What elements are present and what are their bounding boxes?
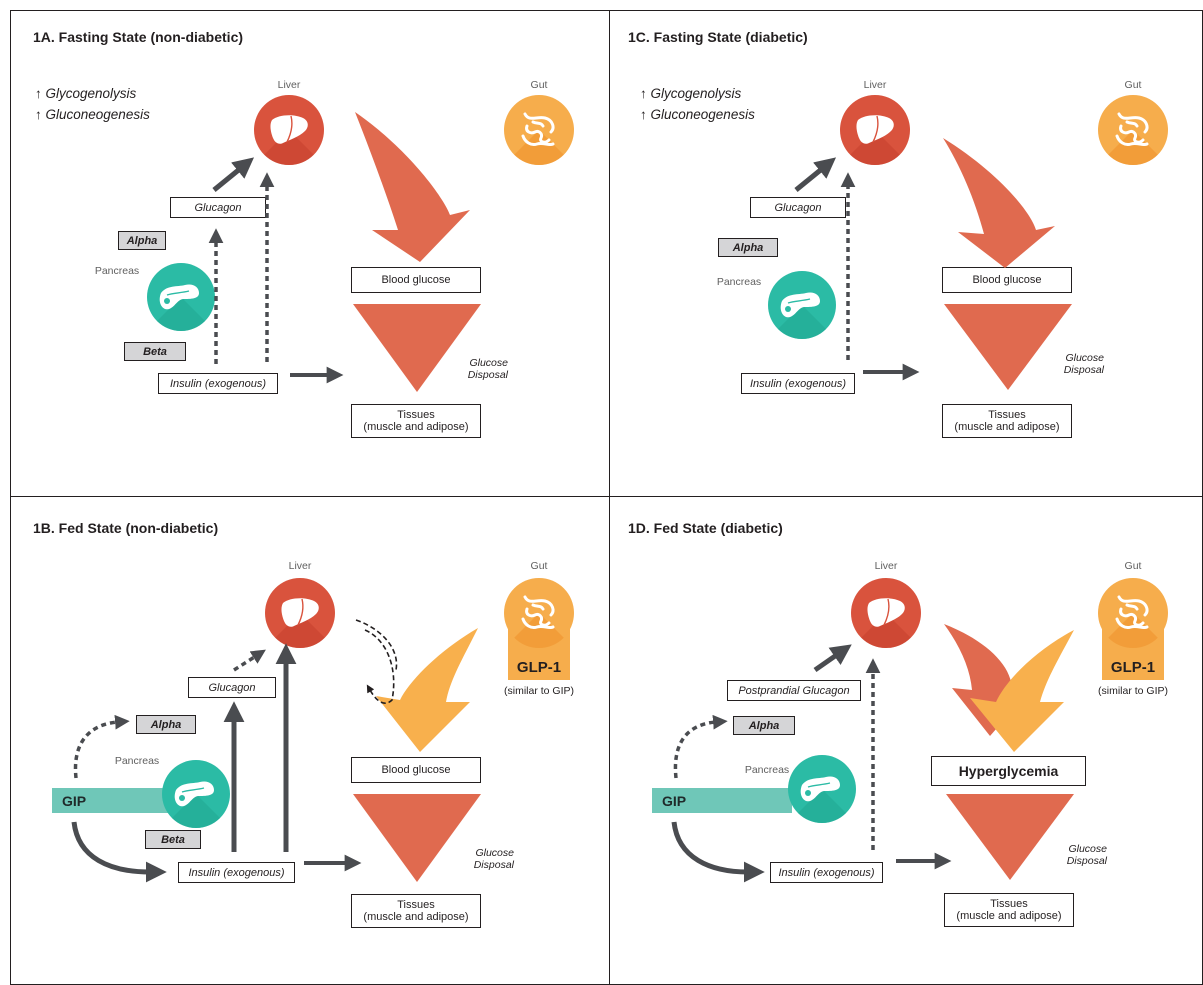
tissues-line-1: Tissues xyxy=(990,898,1028,910)
alpha-cell-box: Alpha xyxy=(718,238,778,257)
pancreas-icon xyxy=(162,760,230,828)
effect-glycogenolysis: ↑ Glycogenolysis xyxy=(640,86,742,101)
disposal-line-1: Glucose xyxy=(469,357,508,369)
beta-cell-box: Beta xyxy=(145,830,201,849)
disposal-line-1: Glucose xyxy=(1068,843,1107,855)
insulin-box: Insulin (exogenous) xyxy=(741,373,855,394)
disposal-line-2: Disposal xyxy=(1066,855,1107,867)
tissues-box: Tissues (muscle and adipose) xyxy=(351,894,481,928)
tissues-line-2: (muscle and adipose) xyxy=(363,421,469,433)
glucose-disposal-label: Glucose Disposal xyxy=(1044,352,1104,376)
gut-label: Gut xyxy=(530,560,548,572)
blood-glucose-box: Blood glucose xyxy=(351,267,481,293)
liver-icon xyxy=(840,95,910,165)
gut-icon xyxy=(1098,578,1168,648)
gut-icon xyxy=(504,95,574,165)
panel-title: 1C. Fasting State (diabetic) xyxy=(628,29,808,45)
pancreas-icon xyxy=(768,271,836,339)
panel-title: 1B. Fed State (non-diabetic) xyxy=(33,520,219,536)
liver-icon xyxy=(851,578,921,648)
liver-icon xyxy=(265,578,335,648)
liver-label: Liver xyxy=(863,79,887,91)
disposal-line-1: Glucose xyxy=(475,847,514,859)
alpha-cell-box: Alpha xyxy=(733,716,795,735)
insulin-box: Insulin (exogenous) xyxy=(158,373,278,394)
insulin-box: Insulin (exogenous) xyxy=(770,862,883,883)
glucose-disposal-label: Glucose Disposal xyxy=(448,357,508,381)
tissues-line-1: Tissues xyxy=(397,409,435,421)
alpha-cell-box: Alpha xyxy=(136,715,196,734)
pancreas-icon xyxy=(147,263,215,331)
effect-glycogenolysis: ↑ Glycogenolysis xyxy=(35,86,137,101)
disposal-line-2: Disposal xyxy=(473,859,514,871)
tissues-box: Tissues (muscle and adipose) xyxy=(944,893,1074,927)
postprandial-glucagon-box: Postprandial Glucagon xyxy=(727,680,861,701)
insulin-box: Insulin (exogenous) xyxy=(178,862,295,883)
gut-label: Gut xyxy=(1124,79,1142,91)
glp1-note: (similar to GIP) xyxy=(503,685,575,697)
tissues-line-2: (muscle and adipose) xyxy=(956,910,1062,922)
glp1-note: (similar to GIP) xyxy=(1097,685,1169,697)
disposal-line-2: Disposal xyxy=(467,369,508,381)
glucagon-box: Glucagon xyxy=(170,197,266,218)
gut-label: Gut xyxy=(530,79,548,91)
tissues-line-1: Tissues xyxy=(988,409,1026,421)
liver-icon xyxy=(254,95,324,165)
blood-glucose-box: Blood glucose xyxy=(942,267,1072,293)
effect-gluconeogenesis: ↑ Gluconeogenesis xyxy=(35,107,150,122)
hyperglycemia-box: Hyperglycemia xyxy=(931,756,1086,786)
tissues-line-2: (muscle and adipose) xyxy=(954,421,1060,433)
panel-title: 1D. Fed State (diabetic) xyxy=(628,520,783,536)
gut-label: Gut xyxy=(1124,560,1142,572)
tissues-box: Tissues (muscle and adipose) xyxy=(942,404,1072,438)
tissues-line-2: (muscle and adipose) xyxy=(363,911,469,923)
liver-label: Liver xyxy=(874,560,898,572)
panel-title: 1A. Fasting State (non-diabetic) xyxy=(33,29,244,45)
liver-label: Liver xyxy=(288,560,312,572)
pancreas-icon xyxy=(788,755,856,823)
pancreas-label: Pancreas xyxy=(716,276,762,288)
disposal-line-1: Glucose xyxy=(1065,352,1104,364)
pancreas-label: Pancreas xyxy=(94,265,140,277)
glucose-disposal-label: Glucose Disposal xyxy=(454,847,514,871)
gut-icon xyxy=(504,578,574,648)
effect-gluconeogenesis: ↑ Gluconeogenesis xyxy=(640,107,755,122)
disposal-line-2: Disposal xyxy=(1063,364,1104,376)
blood-glucose-box: Blood glucose xyxy=(351,757,481,783)
glucagon-box: Glucagon xyxy=(188,677,276,698)
tissues-line-1: Tissues xyxy=(397,899,435,911)
alpha-cell-box: Alpha xyxy=(118,231,166,250)
glucose-disposal-label: Glucose Disposal xyxy=(1047,843,1107,867)
liver-label: Liver xyxy=(277,79,301,91)
beta-cell-box: Beta xyxy=(124,342,186,361)
pancreas-label: Pancreas xyxy=(744,764,790,776)
pancreas-label: Pancreas xyxy=(114,755,160,767)
glucagon-box: Glucagon xyxy=(750,197,846,218)
gip-bar: GIP xyxy=(652,788,792,813)
gut-icon xyxy=(1098,95,1168,165)
tissues-box: Tissues (muscle and adipose) xyxy=(351,404,481,438)
